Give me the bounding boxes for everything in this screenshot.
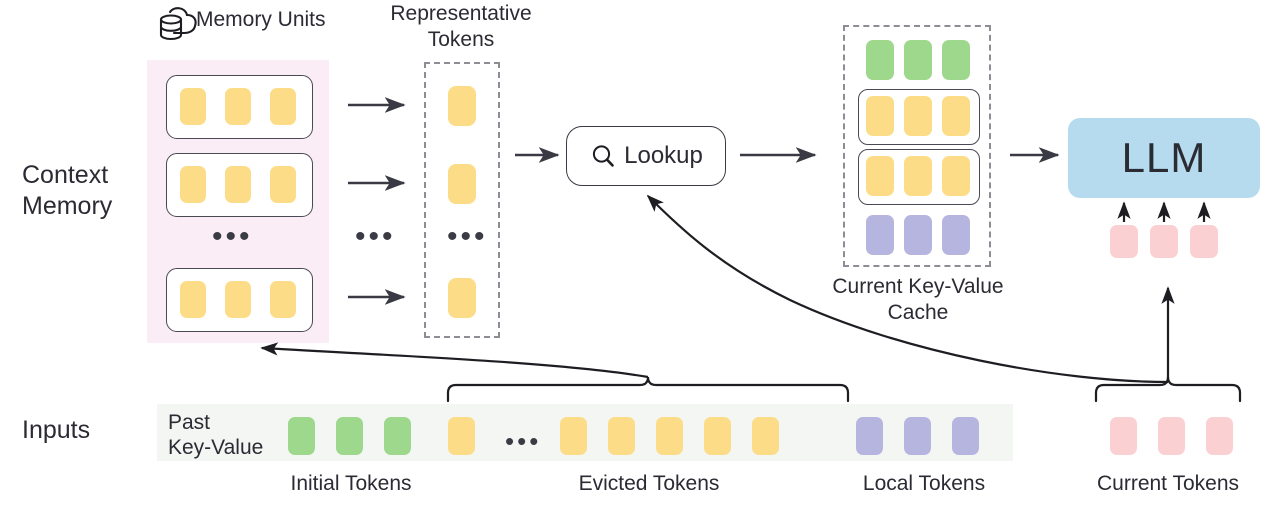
input-token-evicted: [608, 417, 635, 455]
input-token-evicted: [560, 417, 587, 455]
representative-tokens-ellipsis: •••: [447, 220, 488, 253]
representative-tokens-box: [424, 62, 500, 338]
input-token-local: [952, 417, 979, 455]
input-token-initial: [288, 417, 315, 455]
input-token-local: [856, 417, 883, 455]
label-current-tokens: Current Tokens: [1096, 472, 1240, 495]
input-tokens-ellipsis: •••: [505, 426, 542, 456]
kv-cache-row-representative: [866, 156, 970, 196]
memory-token: [180, 166, 206, 203]
kv-cache-row-local: [866, 215, 970, 255]
memory-token: [270, 166, 296, 203]
llm-input-token: [1150, 225, 1178, 258]
memory-token: [225, 281, 251, 318]
lookup-button[interactable]: Lookup: [566, 126, 726, 186]
kv-token-initial: [904, 40, 932, 80]
memory-units-label: Memory Units: [196, 8, 326, 31]
input-token-evicted: [752, 417, 779, 455]
memory-token: [180, 281, 206, 318]
kv-token-representative: [942, 156, 970, 196]
kv-cache-row-initial: [866, 40, 970, 80]
memory-units-ellipsis: •••: [212, 220, 253, 253]
inputs-row-label: Inputs: [22, 416, 91, 444]
magnifier-icon: [593, 145, 614, 167]
kv-token-representative: [866, 156, 894, 196]
kv-token-representative: [904, 156, 932, 196]
brace-current-tokens: [1094, 376, 1242, 403]
input-token-evicted: [704, 417, 731, 455]
memory-unit[interactable]: [166, 153, 313, 217]
arrow-evicted-to-context-memory: [260, 342, 649, 379]
llm-input-token: [1110, 225, 1138, 258]
label-evicted-tokens: Evicted Tokens: [578, 472, 720, 495]
kv-cache-row-representative: [866, 96, 970, 136]
cloud-database-icon: [159, 7, 197, 41]
label-local-tokens: Local Tokens: [862, 472, 986, 495]
kv-token-initial: [942, 40, 970, 80]
memory-token: [180, 88, 206, 125]
kv-token-representative: [942, 96, 970, 136]
kv-token-local: [904, 215, 932, 255]
input-token-local: [904, 417, 931, 455]
kv-token-local: [942, 215, 970, 255]
input-token-initial: [384, 417, 411, 455]
memory-token: [270, 281, 296, 318]
memory-token: [225, 166, 251, 203]
input-token-current: [1110, 417, 1137, 455]
memory-token: [270, 88, 296, 125]
representative-token: [448, 164, 476, 204]
kv-token-local: [866, 215, 894, 255]
input-token-current: [1206, 417, 1233, 455]
llm-box: LLM: [1068, 118, 1260, 198]
memory-unit[interactable]: [166, 268, 313, 332]
input-token-evicted: [448, 417, 475, 455]
memory-unit[interactable]: [166, 75, 313, 139]
memory-token: [225, 88, 251, 125]
input-token-current: [1158, 417, 1185, 455]
brace-evicted-tokens: [446, 376, 850, 403]
representative-token: [448, 86, 476, 126]
representative-token: [448, 278, 476, 318]
llm-input-token: [1190, 225, 1218, 258]
input-token-initial: [336, 417, 363, 455]
input-token-evicted: [656, 417, 683, 455]
lookup-label: Lookup: [624, 142, 703, 169]
kv-token-initial: [866, 40, 894, 80]
kv-token-representative: [866, 96, 894, 136]
label-initial-tokens: Initial Tokens: [290, 472, 412, 495]
llm-label: LLM: [1121, 134, 1207, 181]
arrows-ellipsis: •••: [355, 220, 396, 253]
kv-token-representative: [904, 96, 932, 136]
